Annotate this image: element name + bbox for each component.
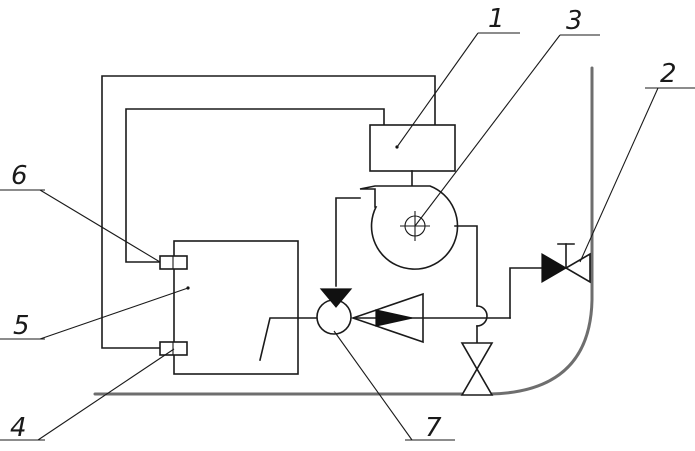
hull-outline: [93, 66, 594, 396]
callout-7: 7: [425, 413, 442, 443]
discharge-to-valve-line: [509, 267, 543, 319]
pipe-crossover-arc: [476, 305, 488, 327]
bottom-valve-upper: [460, 342, 494, 371]
valve-2-left: [541, 252, 568, 284]
callout-5: 5: [13, 311, 30, 341]
fan-housing: [359, 185, 459, 270]
tank-inlet-pipe: [259, 317, 323, 361]
callout-1: 1: [488, 4, 505, 34]
control-unit-box: [369, 124, 456, 172]
flow-arrow-icon: [375, 309, 413, 327]
bottom-valve-lower: [460, 367, 494, 396]
callout-3: 3: [566, 6, 583, 36]
callout-6: 6: [11, 161, 28, 191]
valve-2-right: [564, 252, 591, 284]
leader-lines: [0, 32, 695, 441]
outer-loop-line: [101, 75, 436, 349]
callout-4: 4: [10, 413, 27, 443]
inlet-arrow-icon: [319, 288, 353, 308]
callout-2: 2: [660, 59, 677, 89]
inner-loop-line: [125, 108, 385, 263]
tank-box: [173, 240, 299, 375]
fan-right-pipe: [454, 225, 478, 307]
fan-to-pump-line: [335, 197, 361, 287]
